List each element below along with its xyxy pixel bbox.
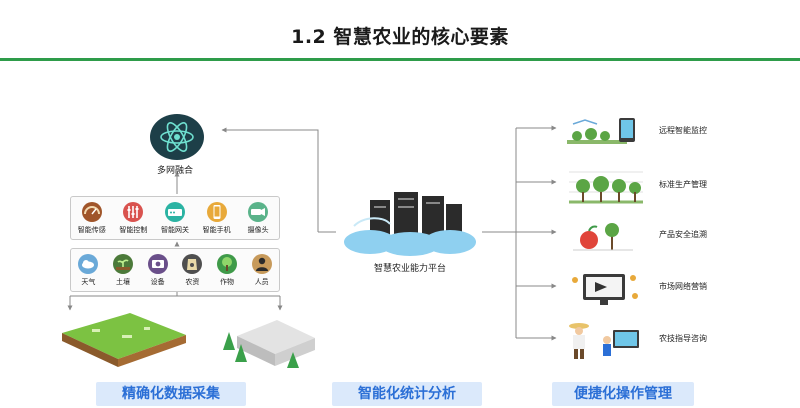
service-item: 产品安全追溯 [563,214,773,258]
sensing-item: 智能传感 [72,201,112,235]
resource-label: 人员 [254,278,269,286]
camera-icon [248,202,269,222]
gauge-icon [81,202,102,222]
crop-tree-icon [217,254,238,274]
resource-item: 作物 [210,253,245,287]
banner-operation-management: 便捷化操作管理 [552,382,694,406]
sensing-item: 智能手机 [197,201,237,235]
cloud-servers-icon [344,192,476,256]
fertilizer-bag-icon [182,254,203,274]
sensing-item: 摄像头 [238,201,278,235]
resource-label: 作物 [220,278,235,286]
resource-label: 设备 [150,278,165,286]
traceability-icon [573,223,633,251]
sensing-label: 摄像头 [247,226,269,234]
sensing-item: 智能网关 [155,201,195,235]
soil-sprout-icon [113,254,133,274]
resource-label: 天气 [81,278,96,286]
resource-item: 设备 [140,253,175,287]
control-sliders-icon [123,202,144,222]
sensing-label: 智能手机 [202,226,231,234]
farmland-illustration [62,313,186,367]
banner-data-collection: 精确化数据采集 [96,382,246,406]
resource-item: 人员 [244,253,279,287]
service-item: 远程智能监控 [563,110,773,154]
remote-monitor-icon [567,118,635,144]
service-item: 农技指导咨询 [563,318,773,362]
resource-item: 农资 [175,253,210,287]
service-label: 产品安全追溯 [659,230,707,239]
resource-item: 天气 [71,253,106,287]
banner-statistical-analysis: 智能化统计分析 [332,382,482,406]
service-label: 农技指导咨询 [659,334,707,343]
weather-icon [78,254,99,274]
sensing-label: 智能网关 [160,226,189,234]
service-label: 远程智能监控 [659,126,707,135]
resource-item: 土壤 [106,253,141,287]
sensing-item: 智能控制 [113,201,153,235]
service-item: 市场网络营销 [563,266,773,310]
greenhouse-illustration [223,320,315,368]
sensing-label: 智能传感 [77,226,106,234]
hub-label: 多网融合 [156,166,193,176]
resource-label: 土壤 [116,278,130,286]
smartphone-icon [206,202,227,222]
title-rule [0,58,800,61]
atom-network-icon [150,114,204,160]
service-item: 标准生产管理 [563,164,773,208]
sensing-label: 智能控制 [119,226,148,234]
service-label: 市场网络营销 [659,282,707,291]
resource-label: 农资 [185,278,200,286]
sensing-device-row: 智能传感 智能控制 智能网关 智能手机 摄像头 [70,196,280,240]
gateway-icon [164,202,185,222]
market-screen-icon [572,274,638,305]
person-icon [251,254,272,274]
resource-row: 天气 土壤 设备 农资 作物 人员 [70,248,280,292]
service-label: 标准生产管理 [659,180,707,189]
farmer-consult-icon [569,323,639,359]
device-icon [147,254,168,274]
slide-title: 1.2 智慧农业的核心要素 [291,26,509,48]
production-chart-icon [569,171,643,204]
platform-label: 智慧农业能力平台 [373,264,446,274]
